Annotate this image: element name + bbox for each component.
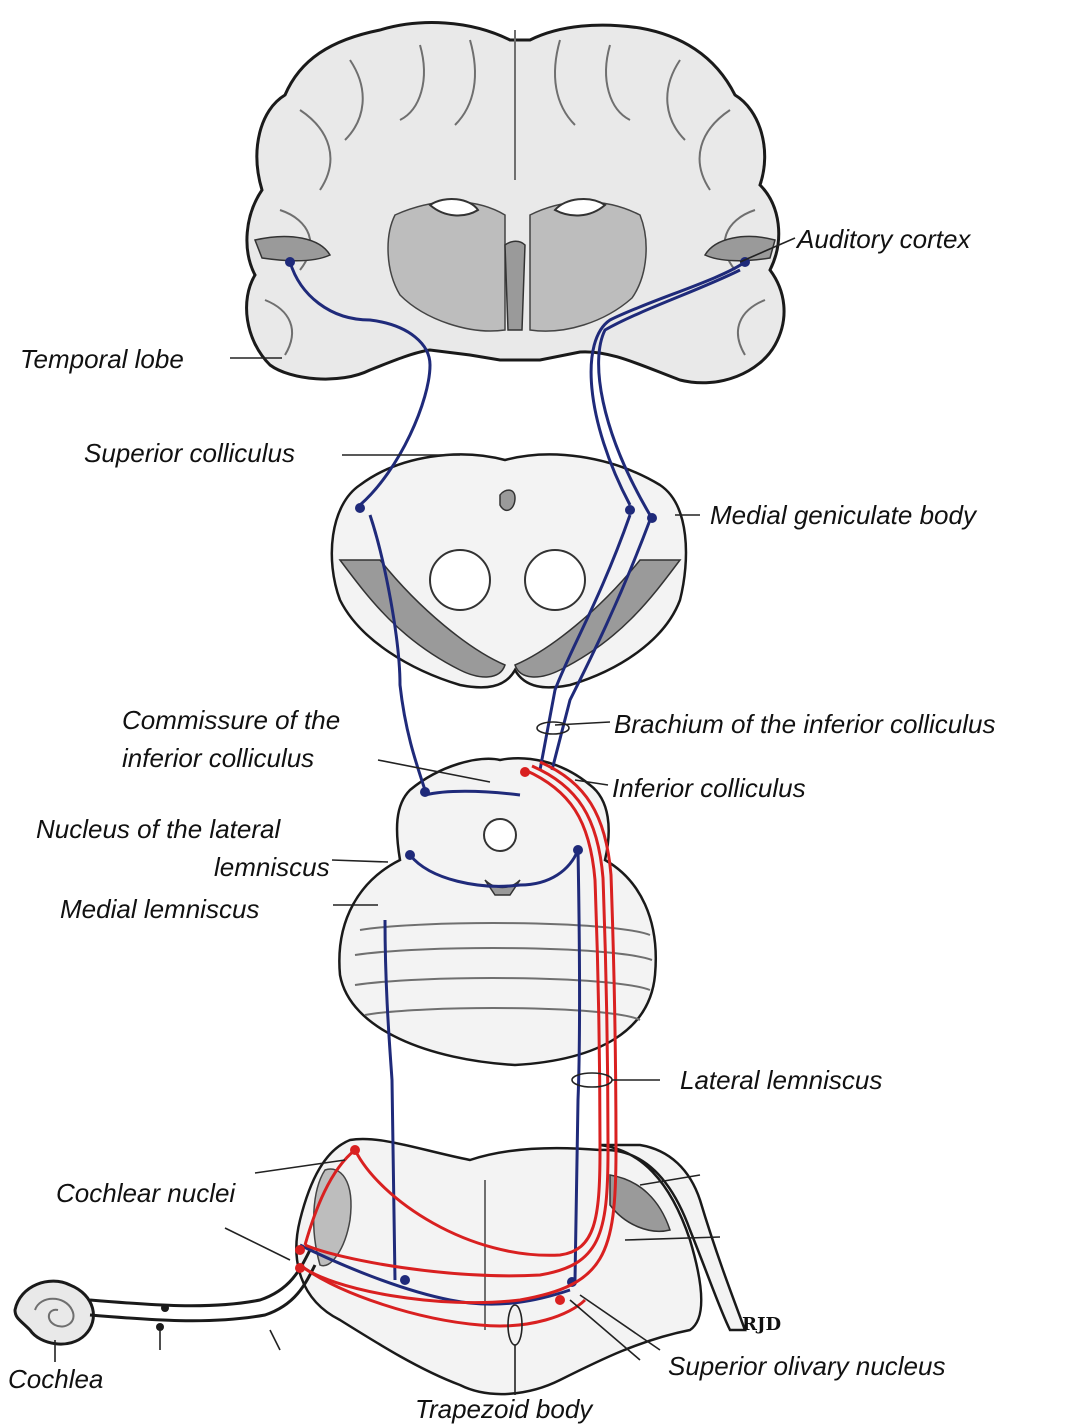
label-brachium-inferior-colliculus: Brachium of the inferior colliculus [614,709,996,739]
label-superior-colliculus: Superior colliculus [84,438,295,468]
cerebrum-section [247,23,784,383]
label-superior-olivary-nucleus: Superior olivary nucleus [668,1351,945,1381]
label-nucleus-lateral-lemniscus-line1: Nucleus of the lateral [36,814,281,844]
label-cochlear-nuclei: Cochlear nuclei [56,1178,236,1208]
label-inferior-colliculus: Inferior colliculus [612,773,806,803]
label-lateral-lemniscus: Lateral lemniscus [680,1065,882,1095]
label-temporal-lobe: Temporal lobe [20,344,184,374]
label-auditory-cortex: Auditory cortex [795,224,971,254]
label-medial-lemniscus: Medial lemniscus [60,894,259,924]
label-nucleus-lateral-lemniscus-line2: lemniscus [214,852,330,882]
cochlea-structure [15,1250,315,1344]
label-commissure-line1: Commissure of the [122,705,340,735]
artist-signature: RJD [742,1314,781,1335]
label-trapezoid-body: Trapezoid body [415,1394,594,1424]
label-cochlea: Cochlea [8,1364,103,1394]
label-commissure-line2: inferior colliculus [122,743,314,773]
label-medial-geniculate-body: Medial geniculate body [710,500,978,530]
